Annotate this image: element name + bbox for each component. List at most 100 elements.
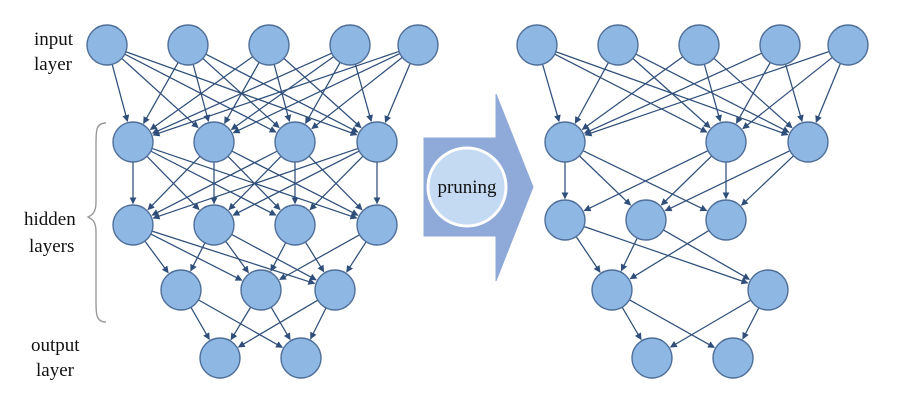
before-hidden1-node-4 [356,121,398,163]
network-before-pruning [86,24,439,379]
after-connection-24 [575,236,601,273]
after-input-node-4 [759,24,801,66]
after-connection-27 [663,229,751,280]
before-connection-49 [230,306,252,341]
after-hidden1-node-3 [787,121,829,163]
input-layer-label-line1: input [34,29,74,50]
before-connection-43 [270,242,287,272]
before-connection-20 [384,63,411,123]
before-connection-7 [202,57,280,129]
pruning-label: pruning [437,177,497,198]
before-hidden3-node-3 [314,269,356,311]
hidden-layers-label-line2: layers [29,236,74,257]
before-connection-17 [152,50,400,137]
before-hidden3-node-2 [240,269,282,311]
output-layer-label-line2: layer [36,360,75,381]
after-output-node-1 [631,337,673,379]
before-connection-47 [190,307,210,341]
after-hidden2-node-2 [625,199,667,241]
before-connection-2 [121,57,199,129]
after-connection-7 [581,56,684,130]
before-connection-5 [143,62,179,124]
before-connection-41 [225,240,249,274]
after-connection-11 [735,62,771,124]
before-connection-18 [232,53,401,134]
before-connection-52 [310,307,327,340]
before-hidden1-node-1 [112,121,154,163]
before-connection-27 [227,155,281,211]
before-connection-44 [304,241,325,273]
before-connection-13 [151,52,332,134]
after-input-node-1 [516,24,558,66]
after-connection-22 [664,150,791,212]
after-connection-13 [584,50,830,137]
after-connection-15 [815,63,841,123]
pruning-arrow: pruning [423,93,534,282]
before-input-node-3 [248,24,290,66]
before-connection-50 [270,306,291,341]
after-connection-29 [621,306,642,341]
before-output-node-2 [280,337,322,379]
after-connection-2 [554,53,708,133]
before-output-node-1 [199,337,241,379]
before-connection-32 [308,155,363,211]
before-connection-6 [192,64,211,123]
before-input-node-2 [167,24,209,66]
before-connection-19 [311,56,403,130]
after-hidden1-node-2 [705,121,747,163]
after-hidden1-node-1 [544,121,586,163]
before-input-node-1 [86,24,128,66]
after-connection-28 [629,229,710,280]
after-input-node-5 [827,24,869,66]
after-connection-19 [583,150,709,212]
before-connection-34 [232,150,360,216]
after-connection-12 [784,64,804,123]
after-input-node-3 [678,24,720,66]
before-hidden2-node-4 [356,204,398,246]
after-input-node-2 [597,24,639,66]
before-connection-37 [144,240,169,274]
after-hidden2-node-3 [705,199,747,241]
after-hidden3-node-1 [591,269,633,311]
after-connection-26 [620,237,638,272]
before-connection-1 [111,64,130,123]
before-connection-40 [190,242,206,272]
after-connection-10 [583,52,763,134]
input-layer-label-line2: layer [34,54,73,75]
before-input-node-5 [397,24,439,66]
after-connection-31 [669,299,752,348]
after-connection-1 [541,64,561,123]
before-connection-22 [146,155,200,211]
before-hidden2-node-3 [274,204,316,246]
after-hidden3-node-2 [747,269,789,311]
before-connection-9 [149,56,254,131]
before-connection-25 [147,155,201,211]
output-layer-label-line1: output [31,335,80,356]
before-connection-45 [279,234,360,281]
before-connection-46 [346,241,367,273]
after-connection-23 [740,155,794,206]
before-connection-14 [230,56,335,131]
before-hidden1-node-2 [193,121,235,163]
after-connection-5 [632,57,711,129]
network-after-pruning [516,24,869,379]
after-connection-8 [703,64,722,123]
after-connection-25 [583,225,749,285]
before-connection-51 [237,299,319,348]
before-connection-35 [309,155,364,211]
after-connection-20 [660,155,713,206]
after-hidden2-node-1 [544,199,586,241]
before-hidden2-node-1 [112,204,154,246]
before-connection-11 [273,64,292,123]
before-hidden2-node-2 [193,204,235,246]
before-connection-42 [231,233,317,281]
after-connection-32 [742,307,760,340]
after-connection-4 [574,62,609,124]
before-connection-15 [305,62,341,124]
after-output-node-2 [712,337,754,379]
after-connection-17 [578,155,632,206]
before-connection-38 [150,233,243,281]
hidden-layers-brace [86,122,107,323]
before-connection-33 [152,147,359,220]
